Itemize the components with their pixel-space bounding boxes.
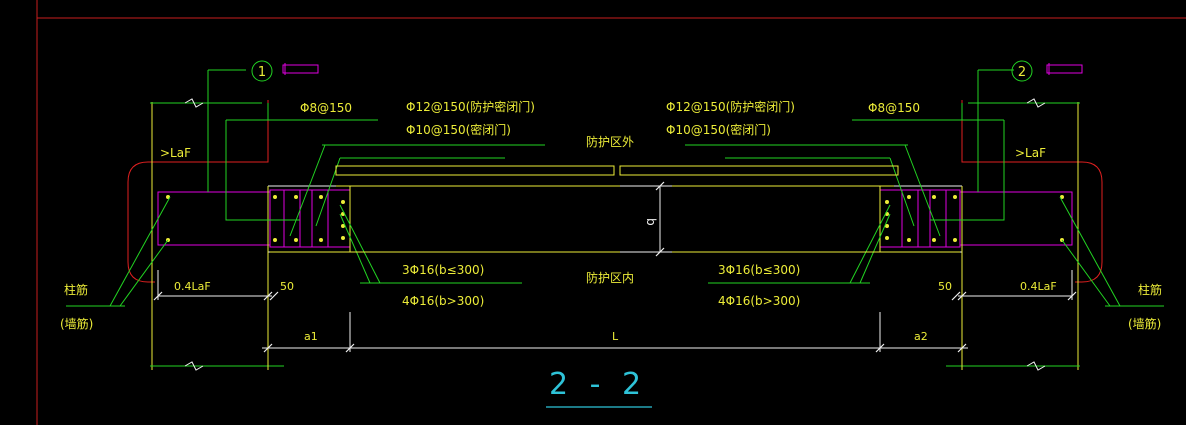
right-top-rebar-2-label: Φ10@150(密闭门) bbox=[666, 122, 771, 137]
right-anchor-label: >LaF bbox=[1015, 146, 1046, 160]
lintel-beam bbox=[270, 165, 960, 257]
dim-a2-label: a2 bbox=[914, 330, 928, 343]
right-anchor-04-label: 0.4LaF bbox=[1020, 280, 1057, 293]
right-bottom-rebar-1-label: 3Φ16(b≤300) bbox=[718, 263, 800, 277]
dimension-lines bbox=[153, 270, 1077, 353]
left-top-rebar-2-label: Φ10@150(密闭门) bbox=[406, 122, 511, 137]
right-50-label: 50 bbox=[938, 280, 952, 293]
left-top-rebar-1-label: Φ12@150(防护密闭门) bbox=[406, 99, 535, 114]
dim-a1-label: a1 bbox=[304, 330, 318, 343]
outside-zone-label: 防护区外 bbox=[586, 134, 634, 149]
callout-1 bbox=[251, 60, 319, 82]
dim-L-label: L bbox=[612, 330, 619, 343]
right-bottom-rebar-2-label: 4Φ16(b>300) bbox=[718, 294, 800, 308]
callout-1-number: 1 bbox=[258, 65, 266, 80]
left-column-label: 柱筋 bbox=[64, 282, 88, 297]
height-b-label: b bbox=[644, 218, 658, 226]
left-anchor-label: >LaF bbox=[160, 146, 191, 160]
left-50-label: 50 bbox=[280, 280, 294, 293]
left-stirrup-label: Φ8@150 bbox=[300, 101, 352, 115]
left-anchor-04-label: 0.4LaF bbox=[174, 280, 211, 293]
left-bottom-rebar-1-label: 3Φ16(b≤300) bbox=[402, 263, 484, 277]
right-column bbox=[685, 69, 1164, 371]
right-top-rebar-1-label: Φ12@150(防护密闭门) bbox=[666, 99, 795, 114]
callout-2-number: 2 bbox=[1018, 65, 1026, 80]
right-column-label: 柱筋 bbox=[1138, 282, 1162, 297]
left-wall-label: (墙筋) bbox=[60, 316, 93, 331]
callout-2 bbox=[1011, 60, 1083, 82]
left-bottom-rebar-2-label: 4Φ16(b>300) bbox=[402, 294, 484, 308]
inside-zone-label: 防护区内 bbox=[586, 270, 634, 285]
left-column bbox=[66, 69, 545, 371]
drawing-frame bbox=[36, 0, 1186, 425]
section-title: 2 - 2 bbox=[549, 367, 647, 402]
right-stirrup-label: Φ8@150 bbox=[868, 101, 920, 115]
right-wall-label: (墙筋) bbox=[1128, 316, 1161, 331]
annotation-labels: Φ8@150 Φ8@150 Φ12@150(防护密闭门) Φ10@150(密闭门… bbox=[60, 99, 1162, 343]
